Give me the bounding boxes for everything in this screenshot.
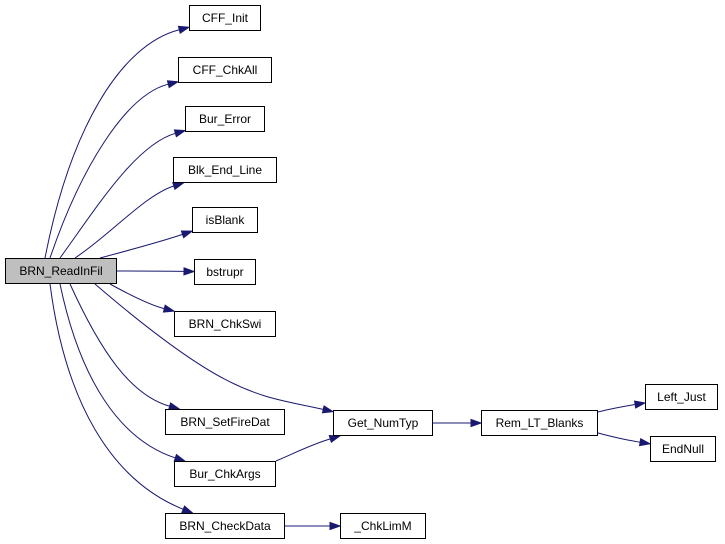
arrowhead-rem-lt-blanks xyxy=(470,418,483,428)
edge-brn-readinfil-to-isblank xyxy=(99,233,183,259)
arrowhead-chklimm xyxy=(329,521,342,531)
node-bur-error[interactable]: Bur_Error xyxy=(185,106,265,132)
node-bur-chkargs[interactable]: Bur_ChkArgs xyxy=(174,461,276,487)
node-brn-readinfil: BRN_ReadInFil xyxy=(5,258,117,284)
edge-bur-chkargs-to-get-numtyp xyxy=(275,438,331,462)
edge-brn-readinfil-to-bur-chkargs xyxy=(59,283,176,459)
arrowhead-left-just xyxy=(633,400,647,409)
edge-brn-readinfil-to-brn-checkdata xyxy=(49,283,184,510)
arrowhead-isblank xyxy=(180,230,194,239)
edge-brn-readinfil-to-get-numtyp xyxy=(94,283,324,410)
node-left-just[interactable]: Left_Just xyxy=(645,384,718,410)
arrowhead-cff-chkall xyxy=(166,80,180,89)
node-rem-lt-blanks[interactable]: Rem_LT_Blanks xyxy=(481,410,598,436)
edge-brn-readinfil-to-blk-end-line xyxy=(74,185,175,259)
arrowhead-get-numtyp xyxy=(328,435,342,444)
arrowhead-blk-end-line xyxy=(172,182,185,191)
arrowhead-brn-chkswi xyxy=(162,304,176,313)
edge-brn-readinfil-to-bur-error xyxy=(59,132,176,259)
node-get-numtyp[interactable]: Get_NumTyp xyxy=(333,410,433,436)
edge-rem-lt-blanks-to-left-just xyxy=(597,404,636,413)
edge-brn-readinfil-to-cff-init xyxy=(44,29,180,259)
node-endnull[interactable]: EndNull xyxy=(650,436,716,462)
arrowhead-get-numtyp xyxy=(321,405,335,414)
arrowhead-cff-init xyxy=(177,25,191,34)
node-brn-checkdata[interactable]: BRN_CheckData xyxy=(165,513,285,539)
arrowhead-bstrupr xyxy=(183,267,196,276)
node-blk-end-line[interactable]: Blk_End_Line xyxy=(173,157,277,183)
node-isblank[interactable]: isBlank xyxy=(192,207,258,233)
node-cff-init[interactable]: CFF_Init xyxy=(189,5,261,31)
edge-brn-readinfil-to-brn-setfiredat xyxy=(69,283,170,407)
arrowhead-endnull xyxy=(638,437,652,447)
node-bstrupr[interactable]: bstrupr xyxy=(194,259,256,285)
edge-brn-readinfil-to-cff-chkall xyxy=(49,83,169,259)
node-brn-chkswi[interactable]: BRN_ChkSwi xyxy=(174,311,276,337)
arrowhead-brn-checkdata xyxy=(181,505,194,514)
node-chklimm[interactable]: _ChkLimM xyxy=(340,513,426,539)
edge-rem-lt-blanks-to-endnull xyxy=(597,432,641,443)
edge-brn-readinfil-to-brn-chkswi xyxy=(109,283,165,310)
node-cff-chkall[interactable]: CFF_ChkAll xyxy=(178,57,272,83)
arrowhead-bur-error xyxy=(173,129,187,138)
node-brn-setfiredat[interactable]: BRN_SetFireDat xyxy=(165,409,285,435)
